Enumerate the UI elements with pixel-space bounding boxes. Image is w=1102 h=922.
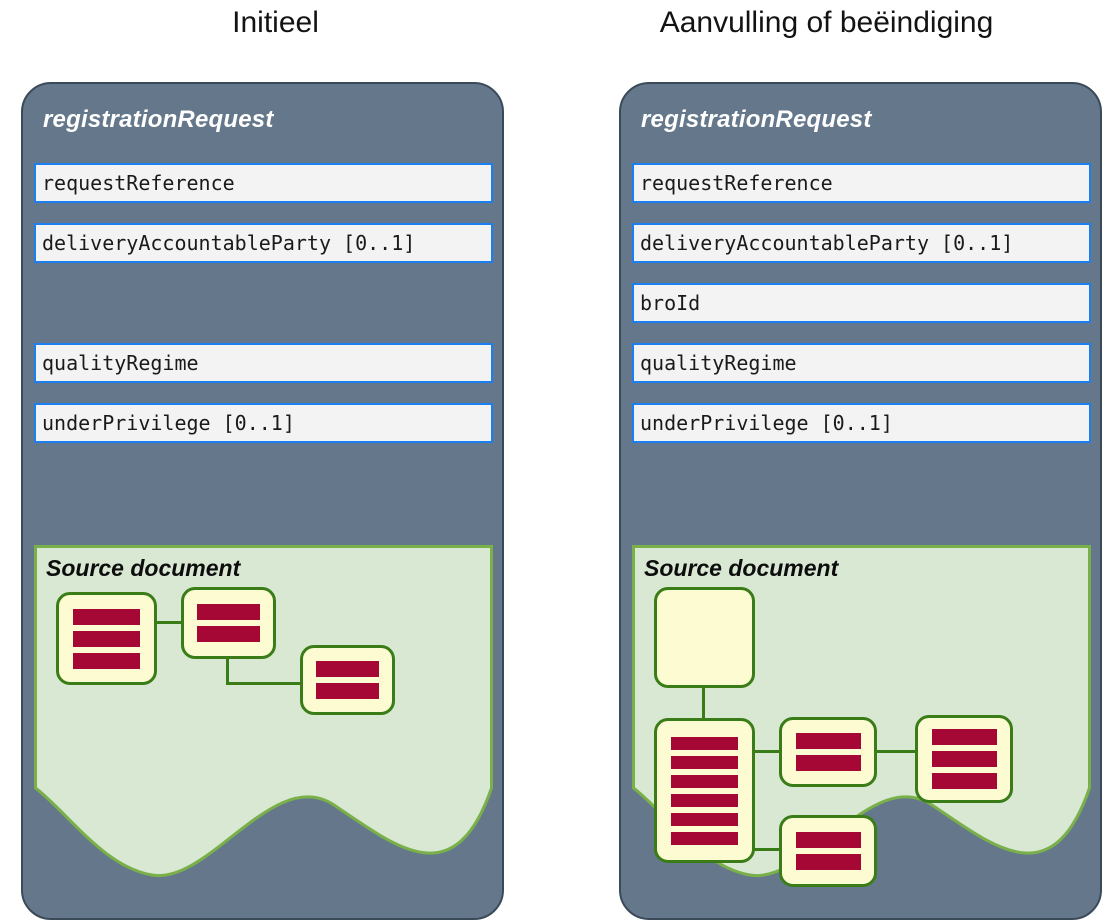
node-bar [197,626,260,642]
field-label: underPrivilege [0..1] [640,411,893,435]
field-label: qualityRegime [42,351,199,375]
field-deliveryAccountableParty[interactable]: deliveryAccountableParty [0..1] [632,223,1091,263]
node-bar [671,812,738,826]
node-bar [931,729,997,745]
panel-header-label: registrationRequest [641,106,872,133]
field-label: deliveryAccountableParty [0..1] [42,231,416,255]
node-bar [73,652,140,669]
field-label: qualityRegime [640,351,797,375]
field-label: requestReference [640,171,833,195]
node-bar [73,630,140,647]
edge-b-c [226,682,302,685]
node-graph-aanvulling [632,545,1091,918]
node-right3[interactable] [779,815,877,887]
node-bar [931,751,997,767]
node-bar [73,608,140,625]
node-bar [931,773,997,789]
node-main[interactable] [654,718,755,863]
field-label: underPrivilege [0..1] [42,411,295,435]
node-right2[interactable] [915,715,1013,803]
node-bar [316,683,379,699]
field-deliveryAccountableParty[interactable]: deliveryAccountableParty [0..1] [34,223,493,263]
field-label: requestReference [42,171,235,195]
node-bar [795,832,861,848]
field-underPrivilege[interactable]: underPrivilege [0..1] [632,403,1091,443]
field-list-initieel: requestReference deliveryAccountablePart… [34,163,493,463]
edge-b-down [226,657,229,685]
column-title-aanvulling: Aanvulling of beëindiging [659,6,994,39]
edge-right1-right2 [875,750,917,753]
node-bar [197,604,260,620]
field-broId[interactable]: broId [632,283,1091,323]
panel-header-label: registrationRequest [43,106,274,133]
node-bar [795,733,861,749]
node-bar [671,774,738,788]
node-bar [671,793,738,807]
edge-root-main [702,686,705,720]
node-bar [795,755,861,771]
node-bar [671,831,738,845]
field-qualityRegime[interactable]: qualityRegime [34,343,493,383]
sheet-title: Source document [644,555,839,581]
field-list-aanvulling: requestReference deliveryAccountablePart… [632,163,1091,463]
edge-main-right1 [753,750,781,753]
field-label: deliveryAccountableParty [0..1] [640,231,1014,255]
field-broId-absent [34,283,493,323]
field-label: broId [640,291,701,315]
node-graph-initieel [34,545,493,918]
node-b[interactable] [181,587,276,659]
node-bar [671,736,738,750]
node-bar [671,755,738,769]
field-requestReference[interactable]: requestReference [632,163,1091,203]
node-bar [316,661,379,677]
field-qualityRegime[interactable]: qualityRegime [632,343,1091,383]
node-c[interactable] [300,645,395,715]
column-title-initieel: Initieel [232,6,319,39]
source-document-sheet-aanvulling: Source document [632,545,1091,918]
field-underPrivilege[interactable]: underPrivilege [0..1] [34,403,493,443]
sheet-title: Source document [46,555,241,581]
panel-aanvulling: registrationRequest requestReference del… [619,82,1102,920]
edge-main-right3 [753,848,781,851]
node-bar [795,854,861,870]
source-document-sheet-initieel: Source document [34,545,493,918]
edge-a-b [157,621,182,624]
panel-initieel: registrationRequest requestReference del… [21,82,504,920]
node-a[interactable] [56,592,157,685]
field-requestReference[interactable]: requestReference [34,163,493,203]
node-right1[interactable] [779,717,877,787]
node-root[interactable] [654,587,755,688]
